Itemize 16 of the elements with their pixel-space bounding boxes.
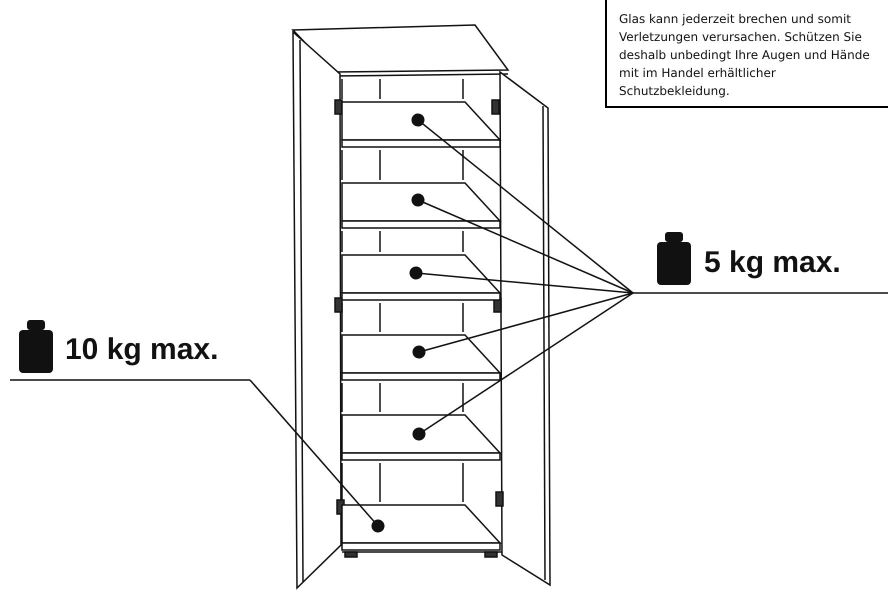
shelf-board <box>341 182 502 229</box>
leader-line <box>249 380 384 532</box>
shelf-board <box>341 504 502 551</box>
shelf-board <box>341 101 502 148</box>
leader-line <box>412 114 634 294</box>
note-box <box>605 0 888 108</box>
weight-limit-label: 10 kg max. <box>65 333 218 367</box>
shelf-board <box>341 334 502 381</box>
weight-limit-label: 5 kg max. <box>704 246 841 280</box>
leader-line <box>412 292 634 440</box>
shelf-board <box>341 254 502 301</box>
leader-line <box>410 266 634 294</box>
leader-line <box>412 292 634 358</box>
warning-text: Glas kann jederzeit brechen und somit Verletzungen verursachen. Schützen Sie deshalb unbedingt Ihre Augen und Hände mit im Handel erhältlicher Schutzbekleidung. <box>619 11 871 100</box>
shelf-board <box>341 414 502 461</box>
leader-line <box>412 194 634 294</box>
